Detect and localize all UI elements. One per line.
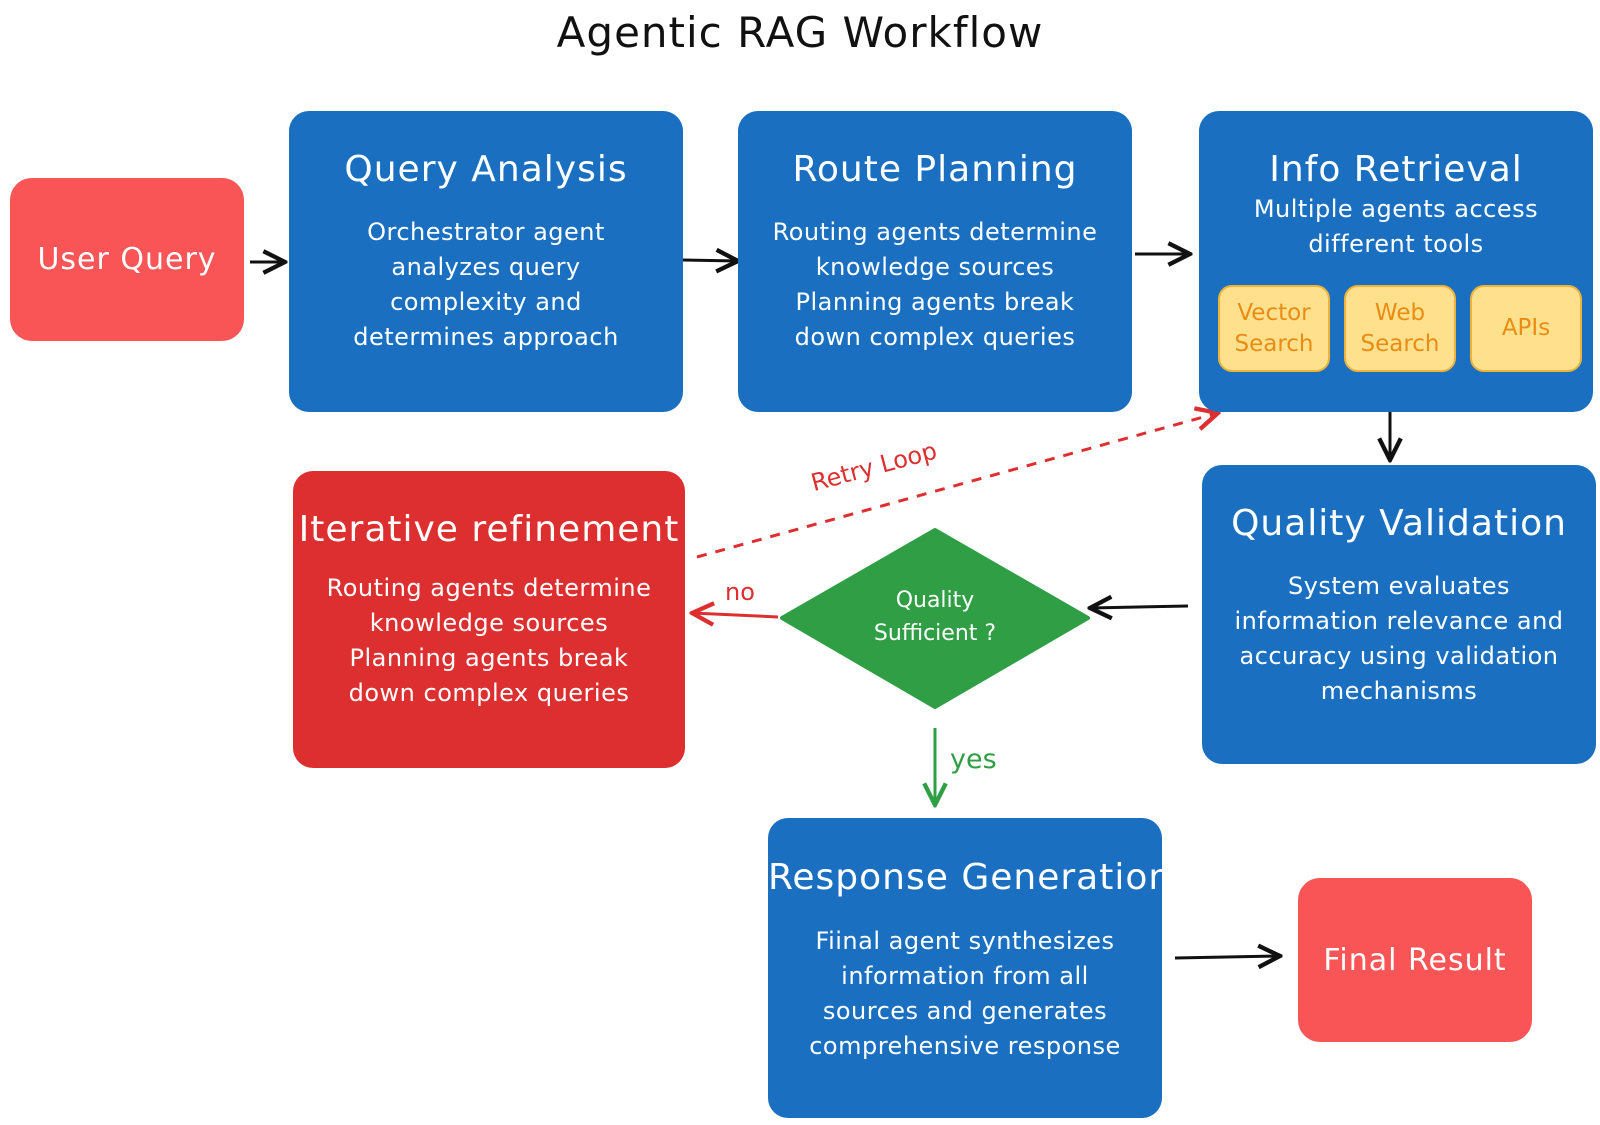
decision-diamond <box>780 528 1090 709</box>
query-analysis-title: Query Analysis <box>344 149 628 190</box>
final-result-label: Final Result <box>1323 942 1507 978</box>
quality-validation-node: Quality Validation System evaluates info… <box>1202 465 1596 764</box>
iterative-refinement-description: Routing agents determine knowledge sourc… <box>326 574 652 707</box>
route-planning-title: Route Planning <box>792 149 1078 190</box>
query-analysis-node: Query Analysis Orchestrator agent analyz… <box>289 111 683 412</box>
final-result-node: Final Result <box>1298 878 1532 1042</box>
iterative-refinement-title: Iterative refinement <box>298 509 680 550</box>
info-retrieval-description: Multiple agents access different tools <box>1253 195 1539 258</box>
arrow-retry-loop <box>696 413 1218 559</box>
quality-validation-description: System evaluates information relevance a… <box>1234 572 1564 705</box>
route-planning-description: Routing agents determine knowledge sourc… <box>772 218 1098 351</box>
arrow-decision-no <box>692 613 779 617</box>
arrow-validation-to-decision <box>1090 606 1189 608</box>
response-generation-node: Response Generation Fiinal agent synthes… <box>768 818 1173 1118</box>
quality-validation-title: Quality Validation <box>1231 503 1567 544</box>
iterative-refinement-node: Iterative refinement Routing agents dete… <box>293 471 685 768</box>
diagram-title: Agentic RAG Workflow <box>556 8 1044 57</box>
tool-apis: APIs <box>1470 285 1582 372</box>
user-query-label: User Query <box>37 242 217 277</box>
arrow-analysis-to-routing <box>682 260 738 261</box>
response-generation-title: Response Generation <box>768 857 1173 898</box>
response-generation-description: Fiinal agent synthesizes information fro… <box>809 927 1121 1060</box>
query-analysis-description: Orchestrator agent analyzes query comple… <box>353 218 619 351</box>
arrow-response-to-final <box>1174 956 1280 958</box>
decision-label: Quality Sufficient ? <box>873 588 997 646</box>
route-planning-node: Route Planning Routing agents determine … <box>738 111 1132 412</box>
yes-label: yes <box>950 744 997 775</box>
info-retrieval-title: Info Retrieval <box>1269 149 1523 190</box>
user-query-node: User Query <box>10 178 244 341</box>
no-label: no <box>725 578 755 606</box>
